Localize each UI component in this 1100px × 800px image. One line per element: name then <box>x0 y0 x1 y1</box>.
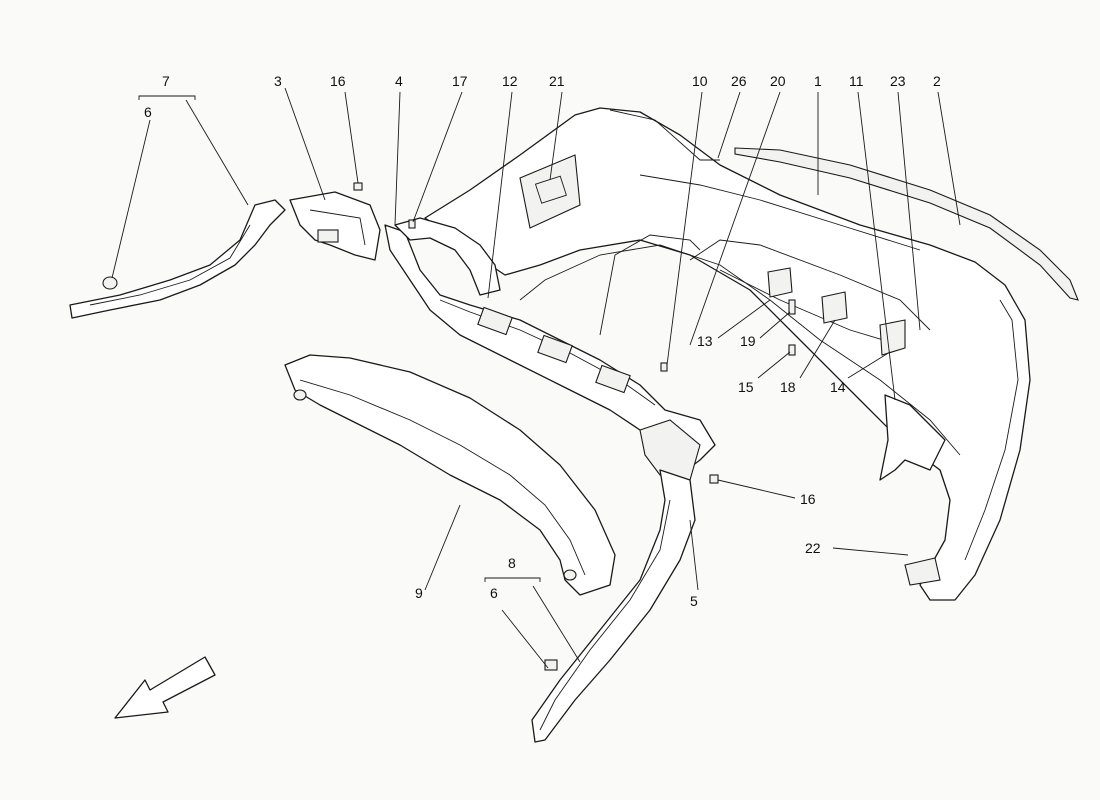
label-13: 13 <box>697 333 713 349</box>
label-20: 20 <box>770 73 786 89</box>
left-bumper-bracket[interactable] <box>289 191 381 261</box>
label-17: 17 <box>452 73 468 89</box>
arrow-down-left-icon <box>114 656 216 719</box>
upper-reinforcement-beam[interactable] <box>384 224 716 481</box>
bumper-cover[interactable] <box>424 107 1079 601</box>
label-18: 18 <box>780 379 796 395</box>
label-16-top: 16 <box>330 73 346 89</box>
fastener-16-right[interactable] <box>709 474 719 484</box>
label-3: 3 <box>274 73 282 89</box>
label-21: 21 <box>549 73 565 89</box>
screw-19[interactable] <box>788 299 796 315</box>
label-12: 12 <box>502 73 518 89</box>
side-bracket-left[interactable] <box>394 217 501 296</box>
label-15: 15 <box>738 379 754 395</box>
label-11: 11 <box>849 73 864 89</box>
label-4: 4 <box>395 73 403 89</box>
screw-15[interactable] <box>788 344 796 356</box>
label-26: 26 <box>731 73 747 89</box>
fastener-17[interactable] <box>408 219 416 229</box>
label-16-right: 16 <box>800 491 816 507</box>
label-10: 10 <box>692 73 708 89</box>
label-6-left: 6 <box>144 104 152 120</box>
right-side-guide[interactable] <box>531 469 696 743</box>
label-1: 1 <box>814 73 822 89</box>
label-5: 5 <box>690 593 698 609</box>
left-side-guide[interactable] <box>69 199 286 319</box>
part-labels: 7 6 3 16 4 17 12 21 10 26 20 1 11 23 2 1… <box>144 73 941 609</box>
label-14: 14 <box>830 379 846 395</box>
label-2: 2 <box>933 73 941 89</box>
energy-absorber[interactable] <box>284 354 616 596</box>
label-22: 22 <box>805 540 821 556</box>
label-7: 7 <box>162 73 170 89</box>
fastener-10[interactable] <box>660 362 668 372</box>
label-19: 19 <box>740 333 756 349</box>
leader-lines <box>111 87 961 669</box>
label-9: 9 <box>415 585 423 601</box>
fastener-16-top[interactable] <box>353 182 363 191</box>
label-23: 23 <box>890 73 906 89</box>
label-8: 8 <box>508 555 516 571</box>
label-6-bottom: 6 <box>490 585 498 601</box>
